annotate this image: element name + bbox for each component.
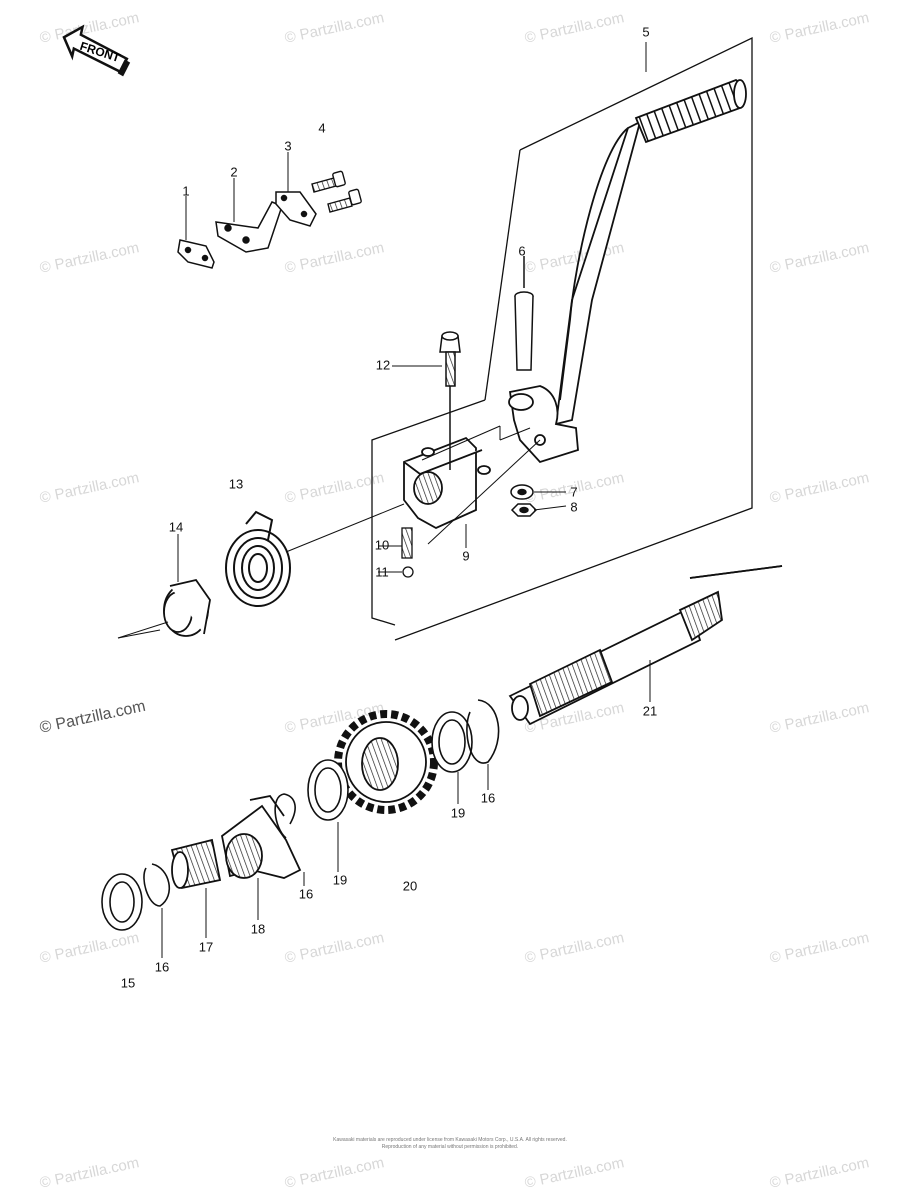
- callout-11: 11: [375, 564, 389, 580]
- circlip-part-16b: [274, 793, 296, 839]
- washer-part-19b: [307, 759, 349, 821]
- callout-leaders: [161, 42, 651, 958]
- copyright-footer-line-1: Kawasaki materials are reproduced under …: [333, 1137, 567, 1143]
- callout-14: 14: [168, 519, 184, 535]
- plate-part-3: [275, 191, 317, 227]
- assembly-outline: [371, 36, 753, 641]
- callout-12: 12: [375, 357, 391, 373]
- callout-6: 6: [518, 243, 526, 259]
- callout-20: 20: [402, 878, 418, 894]
- lever-plate-part-2: [215, 201, 283, 253]
- callout-4: 4: [318, 120, 326, 136]
- callout-5: 5: [642, 24, 650, 40]
- callout-13: 13: [228, 476, 244, 492]
- callout-10: 10: [374, 537, 390, 553]
- washer-part-19a: [431, 711, 473, 773]
- callout-21: 21: [642, 703, 658, 719]
- callout-19a: 19: [450, 805, 466, 821]
- lever-boss-part-9: [403, 436, 491, 530]
- callout-18: 18: [250, 921, 266, 937]
- front-arrow-icon: FRONT: [62, 24, 131, 77]
- callout-2: 2: [230, 164, 238, 180]
- callout-9: 9: [462, 548, 470, 564]
- kick-shaft-part-21: [508, 565, 783, 726]
- circlip-part-16a: [466, 699, 500, 764]
- callout-19b: 19: [332, 872, 348, 888]
- callout-16c: 16: [154, 959, 170, 975]
- callout-1: 1: [182, 183, 190, 199]
- gear-part-20: [334, 710, 438, 814]
- spring-part-17: [170, 838, 222, 890]
- callout-16a: 16: [480, 790, 496, 806]
- nut-part-8: [510, 503, 538, 517]
- circlip-part-16c: [143, 863, 170, 907]
- ratchet-part-18: [221, 795, 302, 879]
- copyright-footer-line-2: Reproduction of any material without per…: [381, 1144, 519, 1150]
- ball-part-11: [402, 566, 414, 578]
- callout-3: 3: [284, 138, 292, 154]
- bracket-part-1: [177, 239, 215, 269]
- callout-17: 17: [198, 939, 214, 955]
- washer-part-7: [510, 484, 534, 500]
- callout-15: 15: [120, 975, 136, 991]
- kick-lever-part-5: [508, 79, 747, 464]
- washer-part-15: [101, 873, 143, 931]
- alignment-lines: [117, 425, 541, 639]
- bolt-part-12: [439, 331, 461, 470]
- spring-part-10: [401, 527, 413, 559]
- callout-8: 8: [570, 499, 578, 515]
- bolt-part-4: [311, 170, 362, 213]
- callout-16b: 16: [298, 886, 314, 902]
- collar-part-14: [163, 578, 211, 637]
- torsion-spring-part-13: [225, 510, 291, 607]
- callout-7: 7: [570, 484, 578, 500]
